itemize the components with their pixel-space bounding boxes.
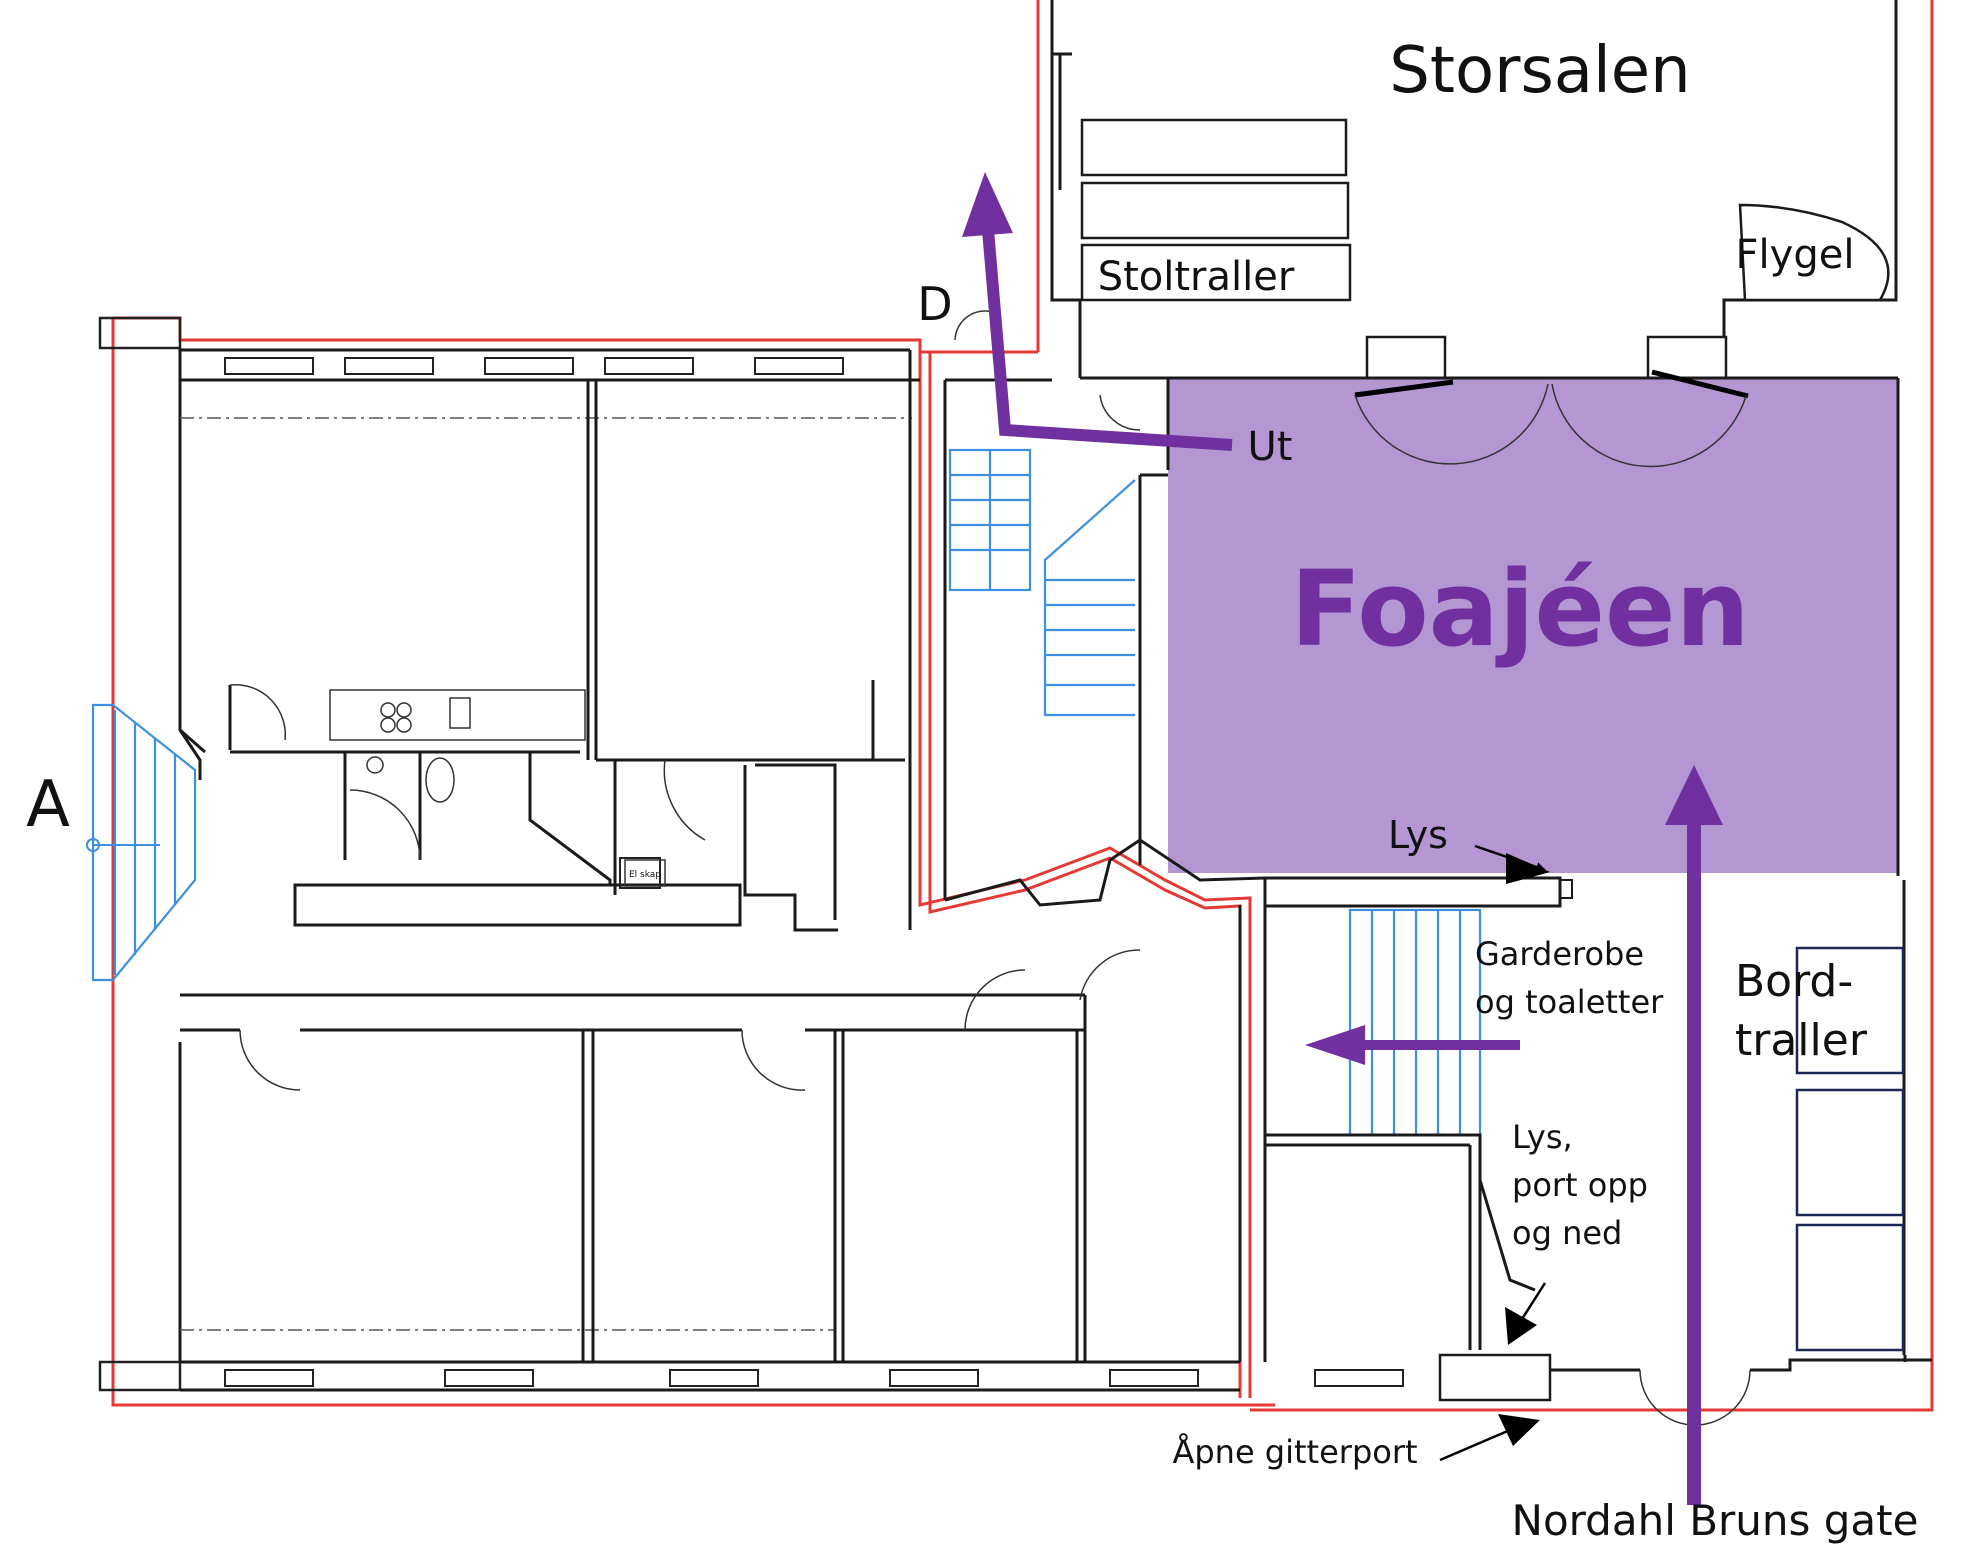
exit-arrow-d [962, 172, 1233, 451]
storsalen-label: Storsalen [1389, 34, 1690, 108]
foyer-area [1168, 378, 1898, 873]
flygel-label: Flygel [1736, 232, 1855, 278]
bordtraller-label-line2: traller [1735, 1015, 1868, 1066]
garderobe-label-line2: og toaletter [1475, 983, 1664, 1021]
gitterport-label: Åpne gitterport [1172, 1433, 1417, 1471]
ut-label: Ut [1248, 424, 1293, 470]
stoltraller-label: Stoltraller [1098, 254, 1295, 300]
left-wing-walls [98, 316, 1240, 1392]
left-wing-doors [229, 310, 1141, 1091]
lys-port-label-line1: Lys, [1512, 1118, 1573, 1156]
stair-entrance-a [86, 703, 197, 982]
garderobe-arrow [1305, 1025, 1520, 1065]
bordtraller-label-line1: Bord- [1735, 956, 1853, 1007]
chair-trolley-3 [1080, 243, 1352, 302]
garderobe-label-line1: Garderobe [1475, 935, 1644, 973]
chair-trolley-2 [1080, 181, 1350, 240]
kitchen-fixtures [366, 697, 471, 803]
lys-label: Lys [1388, 813, 1448, 857]
lys-port-label-line3: og ned [1512, 1214, 1622, 1252]
table-trolley-3 [1795, 1223, 1905, 1352]
top-windows [224, 357, 844, 375]
gitterport-pointer-arrow [1439, 1428, 1511, 1462]
grand-piano-shape [1738, 203, 1890, 302]
building-outline [111, 0, 1934, 1412]
stair-left [948, 448, 1032, 592]
lower-right-walls [1265, 1133, 1932, 1426]
chair-trolley-1 [1080, 118, 1348, 177]
entrance-arrow [1665, 765, 1723, 1505]
table-trolley-1 [1795, 946, 1905, 1075]
entrance-a-label: A [26, 768, 70, 842]
street-label: Nordahl Bruns gate [1512, 1496, 1919, 1545]
table-trolley-2 [1795, 1088, 1905, 1217]
el-skap-box [624, 859, 666, 887]
interior-walls [179, 380, 1267, 1362]
el-skap-label: El skap [629, 870, 661, 880]
stair-middle [1043, 479, 1136, 717]
foyer-doors [1354, 369, 1749, 468]
lys-port-label-line2: port opp [1512, 1166, 1648, 1204]
door-d-label: D [917, 277, 952, 331]
bottom-windows [224, 1369, 1404, 1387]
stair-right [1348, 908, 1482, 1137]
foajeen-label: Foajéen [1290, 548, 1749, 670]
